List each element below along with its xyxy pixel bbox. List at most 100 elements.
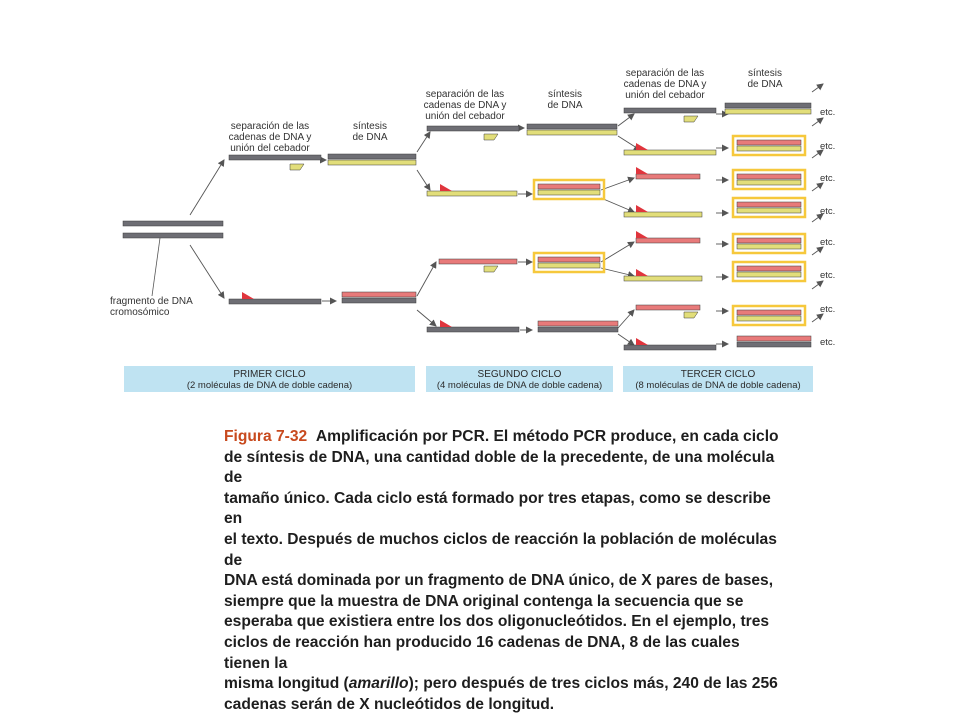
- strand-bottom: [736, 271, 802, 278]
- etc-label: etc.: [820, 304, 835, 315]
- figure-caption: Figura 7-32 Amplificación por PCR. El mé…: [224, 427, 784, 715]
- strand-bottom: [537, 262, 601, 269]
- strand-bottom: [526, 129, 618, 136]
- flow-arrow: [811, 280, 824, 290]
- caption-line-6: siempre que la muestra de DNA original c…: [224, 592, 744, 610]
- c3-strand: [623, 149, 717, 156]
- etc-label: etc.: [820, 173, 835, 184]
- amplified-highlight: [731, 196, 807, 219]
- cycle-panels: PRIMER CICLO(2 moléculas de DNA de doble…: [124, 366, 813, 392]
- flow-arrow: [811, 149, 824, 159]
- flow-arrow: [600, 197, 635, 213]
- step-label-line: de DNA: [547, 100, 582, 111]
- flow-arrow: [416, 261, 437, 297]
- caption-line-8: ciclos de reacción han producido 16 cade…: [224, 633, 740, 672]
- primer-piece: [483, 265, 499, 273]
- figure-title: Amplificación por PCR.: [315, 428, 490, 445]
- c3-strand: [623, 275, 703, 282]
- primer-mark: [636, 231, 648, 238]
- strand-bottom: [736, 243, 802, 250]
- flow-arrow: [811, 213, 824, 223]
- strand-top: [736, 335, 812, 342]
- primer-piece: [483, 133, 499, 141]
- strand-bottom: [736, 207, 802, 214]
- strand-top: [736, 139, 802, 146]
- cycle-subtitle: (2 moléculas de DNA de doble cadena): [187, 380, 352, 391]
- c3-strand: [635, 173, 701, 180]
- strand-top: [736, 201, 802, 208]
- c1-template-bottom: [228, 298, 322, 305]
- c2-s1: [426, 125, 520, 132]
- flow-arrow: [600, 267, 635, 278]
- step-label-line: síntesis: [748, 68, 782, 79]
- amplified-highlight: [731, 134, 807, 157]
- step-label-line: unión del cebador: [425, 111, 505, 122]
- flow-arrow: [811, 313, 824, 323]
- c2-s4: [426, 326, 520, 333]
- original-strand-bottom: [122, 232, 224, 239]
- cycle-subtitle: (8 moléculas de DNA de doble cadena): [635, 380, 800, 391]
- strand-top: [327, 153, 417, 160]
- flow-arrow: [416, 169, 431, 191]
- strand-bottom: [736, 341, 812, 348]
- primer-mark: [440, 320, 452, 327]
- strand-top: [724, 102, 812, 109]
- caption-italic-word: amarillo: [348, 675, 409, 693]
- strand-bottom: [327, 159, 417, 166]
- strand-bottom: [736, 145, 802, 152]
- step-label-line: unión del cebador: [625, 90, 705, 101]
- cycle-panel: [124, 366, 415, 392]
- dna-strands: [122, 102, 812, 351]
- flow-arrow: [600, 176, 635, 191]
- step-label-line: cadenas de DNA y: [624, 79, 707, 90]
- primer-piece: [289, 163, 305, 171]
- etc-label: etc.: [820, 141, 835, 152]
- c2-s2: [426, 190, 518, 197]
- step-label-line: separación de las: [231, 121, 309, 132]
- caption-line-10: cadenas serán de X nucleótidos de longit…: [224, 695, 555, 713]
- etc-label: etc.: [820, 337, 835, 348]
- flow-arrow: [811, 117, 824, 127]
- amplified-highlight: [731, 168, 807, 191]
- step-label-line: separación de las: [626, 68, 704, 79]
- amplified-highlight: [731, 232, 807, 255]
- flow-arrow: [811, 246, 824, 256]
- strand-bottom: [537, 189, 601, 196]
- caption-line-5: DNA está dominada por un fragmento de DN…: [224, 572, 774, 590]
- flow-arrow: [189, 159, 225, 216]
- flow-arrow: [617, 333, 635, 346]
- caption-line-2: de síntesis de DNA, una cantidad doble d…: [224, 448, 775, 487]
- flow-arrow: [811, 83, 824, 93]
- c3-strand: [635, 237, 701, 244]
- amplified-highlight: [532, 178, 606, 201]
- caption-line-9: misma longitud (: [224, 675, 349, 693]
- c3-strand: [623, 344, 717, 351]
- etc-label: etc.: [820, 270, 835, 281]
- flow-arrows: [151, 83, 824, 348]
- etc-label: etc.: [820, 237, 835, 248]
- caption-line-1: El método PCR produce, en cada ciclo: [489, 428, 779, 445]
- cycle-title: SEGUNDO CICLO: [478, 369, 562, 380]
- step-label-line: cromosómico: [110, 307, 170, 318]
- strand-top: [341, 291, 417, 298]
- primer-piece: [683, 311, 699, 319]
- etc-label: etc.: [820, 206, 835, 217]
- figure-label: Figura 7-32: [224, 428, 308, 445]
- strand-top: [736, 309, 802, 316]
- flow-arrow: [416, 309, 437, 327]
- strand-top: [736, 265, 802, 272]
- strand-top: [736, 237, 802, 244]
- strand-bottom: [736, 315, 802, 322]
- c3-strand: [623, 211, 703, 218]
- strand-bottom: [537, 326, 619, 333]
- c2-s3: [438, 258, 518, 265]
- strand-bottom: [724, 108, 812, 115]
- strand-top: [526, 123, 618, 130]
- amplified-highlight: [532, 251, 606, 274]
- primer-mark: [636, 143, 648, 150]
- flow-arrow: [617, 309, 635, 329]
- etc-label: etc.: [820, 107, 835, 118]
- fragment-pointer: [151, 237, 161, 297]
- cycle-panel: [623, 366, 813, 392]
